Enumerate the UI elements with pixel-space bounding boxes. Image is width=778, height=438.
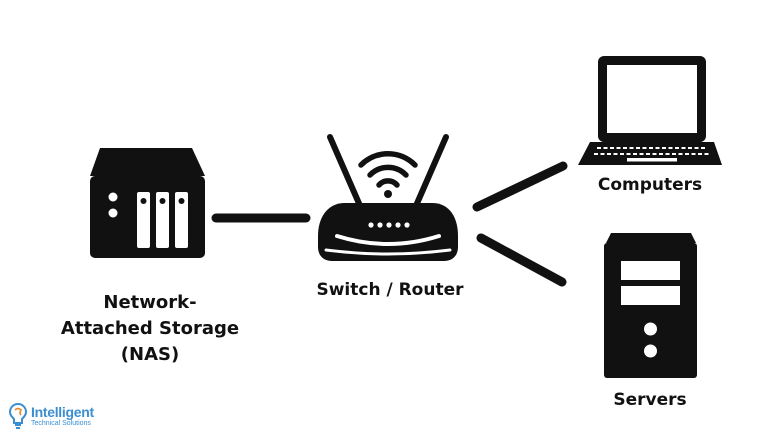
wifi-router-icon xyxy=(318,134,458,261)
company-logo: Intelligent Technical Solutions xyxy=(8,402,94,430)
laptop-icon xyxy=(578,56,722,165)
nas-label: Network- Attached Storage (NAS) xyxy=(40,290,260,368)
nas-label-line-2: Attached Storage xyxy=(60,318,240,339)
logo-tagline: Technical Solutions xyxy=(31,420,91,427)
brain-lightbulb-icon xyxy=(8,402,28,429)
connector-router-computers xyxy=(472,161,568,212)
nas-label-line-3: (NAS) xyxy=(120,344,180,365)
nas-storage-icon xyxy=(90,148,205,258)
computers-label: Computers xyxy=(597,175,703,195)
server-tower-icon xyxy=(604,233,697,378)
servers-label: Servers xyxy=(613,390,687,410)
router-label: Switch / Router xyxy=(316,280,464,300)
logo-name: Intelligent xyxy=(31,404,94,420)
nas-label-line-1: Network- xyxy=(103,292,197,313)
connector-router-servers xyxy=(476,233,567,287)
